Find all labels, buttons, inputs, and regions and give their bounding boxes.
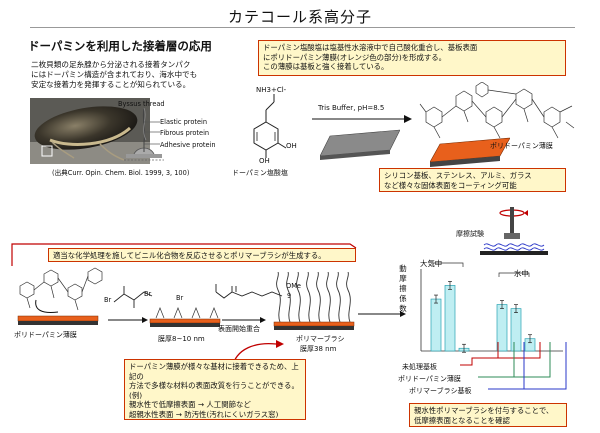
byssus-diagram	[124, 108, 164, 161]
polydopamine-film-label: ポリドーパミン薄膜	[14, 331, 77, 339]
methoxy-label: OMe	[286, 282, 301, 290]
dopamine-structure	[253, 94, 287, 158]
byssus-label: Byssus thread	[118, 100, 165, 108]
group-bracket-air	[432, 262, 464, 267]
note-line: シリコン基板、ステンレス、アルミ、ガラス	[384, 171, 532, 180]
process-label: 表面開始重合	[218, 325, 260, 333]
polydopamine-substrate	[17, 315, 99, 325]
intro-line: 二枚貝類の足糸腺から分泌される接着タンパク	[31, 60, 191, 69]
elastic-protein-label: Elastic protein	[160, 118, 208, 126]
friction-chart	[420, 262, 563, 353]
note-low-friction: 親水性ポリマーブラシを付与することで、 低摩擦表面となることを確認	[409, 403, 567, 427]
note-line: など様々な固体表面をコーティング可能	[384, 180, 517, 190]
bromine-label: Br	[144, 290, 152, 298]
note-line: 超親水性表面 → 防汚性(汚れにくいガラス窓)	[129, 409, 279, 419]
note-surface-modification: ドーパミン薄膜が様々な基材に接着できるため、上記の 方法で多様な材料の表面改質を…	[124, 359, 306, 420]
thickness-label-2: 膜厚38 nm	[300, 345, 337, 353]
y-axis-label: 動摩擦係数	[399, 264, 407, 313]
intro-heading: ドーパミンを利用した接着層の応用	[28, 39, 212, 53]
polymer-brush	[273, 272, 355, 330]
group-bracket-water	[498, 272, 530, 277]
page-title: カテコール系高分子	[227, 8, 372, 26]
note-line: この薄膜は基板と強く接着している。	[263, 62, 389, 72]
note-line: 方法で多様な材料の表面改質を行うことができる。	[129, 381, 299, 391]
group-label-air: 大気中	[420, 259, 443, 268]
repeat-count-label: 9	[287, 292, 292, 300]
note-line: ドーパミン塩酸塩は塩基性水溶液中で自己酸化重合し、基板表面	[263, 43, 478, 52]
arrow-to-friction	[358, 311, 406, 317]
fibrous-protein-label: Fibrous protein	[160, 129, 210, 137]
note-line: にポリドーパミン薄膜(オレンジ色の部分)を形成する。	[263, 52, 447, 62]
bromine-label: Br	[176, 294, 184, 302]
reaction-condition: Tris Buffer, pH=8.5	[318, 104, 385, 112]
connector-red-line	[11, 243, 357, 266]
ammonium-label: NH3+Cl-	[256, 86, 287, 94]
arrow-1	[108, 317, 148, 323]
group-label-water: 水中	[514, 269, 529, 278]
monomer-structure	[215, 284, 283, 299]
protein-pointer-lines	[144, 121, 160, 145]
initiator-structure	[113, 286, 153, 308]
hydroxyl-label: OH	[259, 157, 270, 165]
source-citation: (出典Curr. Opin. Chem. Biol. 1999, 3, 100)	[52, 169, 190, 177]
note-vinyl-reaction: 適当な化学処理を施してビニル化合物を反応させるとポリマーブラシが生成する。	[48, 248, 356, 262]
note-line: 低摩擦表面となることを確認	[414, 415, 510, 425]
note-dopamine-polymerization: ドーパミン塩酸塩は塩基性水溶液中で自己酸化重合し、基板表面 にポリドーパミン薄膜…	[258, 40, 566, 76]
note-substrates: シリコン基板、ステンレス、アルミ、ガラス など様々な固体表面をコーティング可能	[379, 168, 566, 192]
legend-polydopamine: ポリドーパミン薄膜	[398, 375, 461, 383]
polydopamine-network	[419, 82, 575, 139]
arrow-2	[222, 317, 266, 323]
legend-bare: 未処理基板	[402, 363, 437, 371]
initiator-coated-substrate	[149, 307, 221, 327]
curved-arrow	[35, 299, 59, 313]
bare-substrate	[320, 129, 400, 160]
dopamine-salt-label: ドーパミン塩酸塩	[232, 169, 288, 177]
coated-substrate	[430, 137, 510, 167]
thickness-label-1: 膜厚8~10 nm	[158, 335, 205, 343]
brush-label: ポリマーブラシ	[296, 335, 345, 343]
title-divider	[30, 27, 575, 28]
polydopamine-network-2	[19, 267, 103, 311]
note-line: 親水性ポリマーブラシを付与することで、	[414, 406, 554, 415]
hydroxyl-label: OH	[286, 142, 297, 150]
adhesive-protein-label: Adhesive protein	[160, 141, 216, 149]
legend-brush: ポリマーブラシ基板	[409, 387, 472, 395]
note-line: 親水性で低摩擦表面 → 人工関節など	[129, 400, 251, 410]
film-label: ポリドーパミン薄膜	[490, 142, 553, 150]
intro-line: にはドーパミン構造が含まれており、海水中でも	[31, 70, 198, 79]
friction-test-title: 摩擦試験	[456, 230, 484, 238]
note-line: ドーパミン薄膜が様々な基材に接着できるため、上記の	[129, 362, 299, 381]
legend-connectors	[460, 342, 567, 390]
mussel-photo	[30, 98, 150, 164]
friction-tester-icon	[480, 207, 548, 255]
intro-text: 二枚貝類の足糸腺から分泌される接着タンパク にはドーパミン構造が含まれており、海…	[31, 60, 197, 90]
bromine-label: Br	[104, 296, 112, 304]
intro-line: 安定な接着力を発揮することが知られている。	[31, 80, 191, 89]
reaction-arrow	[312, 115, 412, 123]
note-line: (例)	[129, 390, 143, 400]
